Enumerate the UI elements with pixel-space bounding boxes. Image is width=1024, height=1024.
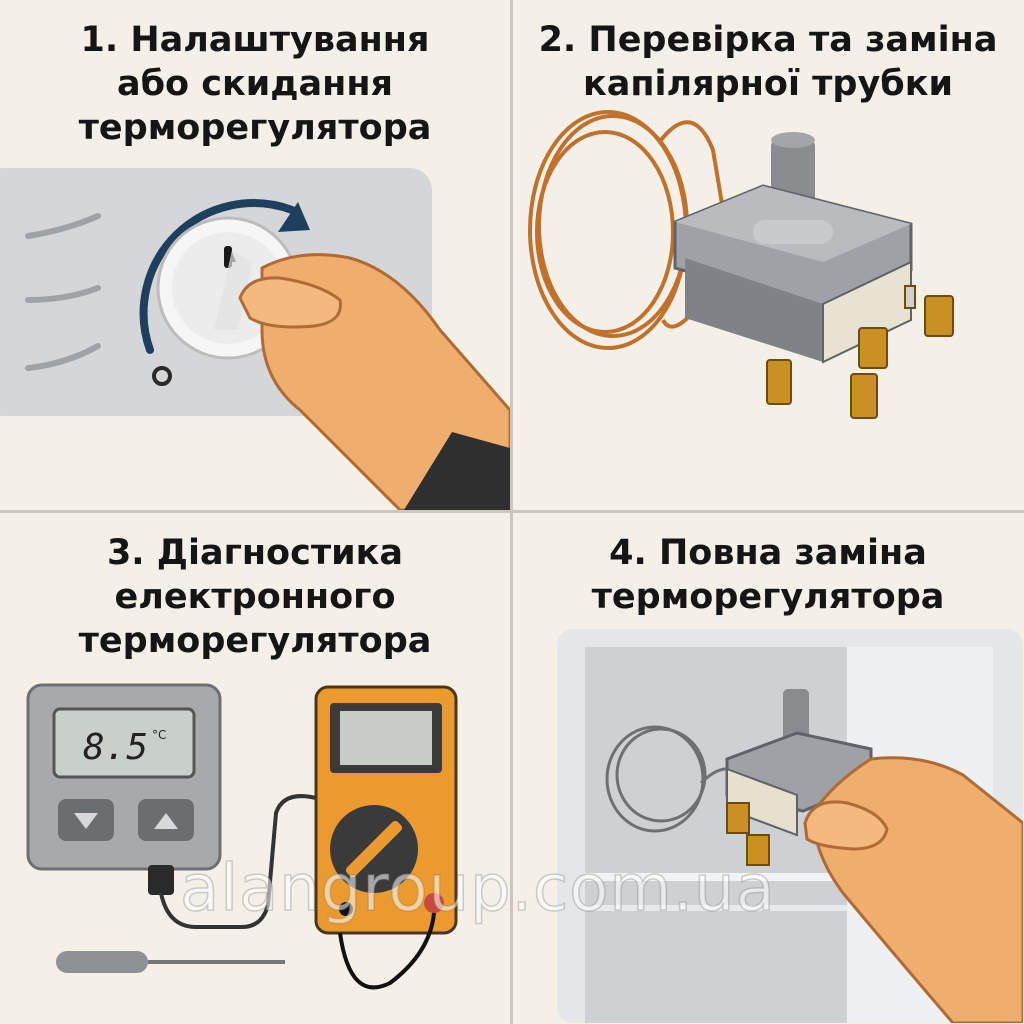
hand-icon bbox=[803, 756, 1023, 1023]
panel-3-illustration: 8.5 °C bbox=[26, 683, 458, 990]
panel-3-electronic-diagnostics: 3. Діагностика електронного терморегулят… bbox=[0, 513, 510, 1023]
sensor-cable bbox=[159, 794, 321, 929]
mechanical-thermostat bbox=[673, 132, 913, 364]
panel-4-illustration bbox=[557, 629, 1023, 1023]
panel-3-title-line-3: терморегулятора bbox=[78, 621, 432, 661]
panel-4-title-line-1: Повна заміна bbox=[659, 533, 927, 573]
panel-2-illustration bbox=[528, 110, 954, 419]
panel-3-title-line-1: Діагностика bbox=[156, 533, 404, 573]
panel-1-illustration bbox=[0, 168, 510, 510]
rotation-arrow-icon bbox=[278, 202, 310, 232]
panel-3-title-line-2: електронного bbox=[114, 577, 396, 617]
arrow-down-icon bbox=[74, 813, 98, 829]
panel-4-title-line-2: терморегулятора bbox=[591, 577, 945, 617]
panel-2-capillary-tube: 2. Перевірка та заміна капілярної трубки bbox=[513, 0, 1023, 510]
sensor-connector bbox=[148, 865, 174, 895]
display-temperature-value: 8.5 bbox=[83, 727, 148, 768]
panel-1-title-line-3: терморегулятора bbox=[78, 108, 432, 148]
panel-4-number: 4. bbox=[609, 533, 647, 573]
panel-3-title: 3. Діагностика електронного терморегулят… bbox=[0, 531, 510, 663]
arrow-up-icon bbox=[154, 813, 178, 829]
hand-icon bbox=[238, 253, 510, 510]
panel-2-number: 2. bbox=[538, 20, 577, 60]
electrical-terminals bbox=[766, 285, 954, 419]
horizontal-divider bbox=[0, 510, 1024, 513]
panel-1-title: 1. Налаштування або скидання терморегуля… bbox=[0, 18, 510, 150]
dial-marker bbox=[152, 366, 172, 386]
panel-1-title-line-1: Налаштування bbox=[130, 20, 430, 60]
panel-2-title-line-2: капілярної трубки bbox=[583, 64, 953, 104]
panel-4-full-replacement: 4. Повна заміна терморегулятора bbox=[513, 513, 1023, 1023]
vent-lines-icon bbox=[25, 213, 101, 371]
thermostat-display bbox=[52, 707, 196, 779]
panel-2-title-line-1: Перевірка та заміна bbox=[588, 20, 998, 60]
panel-3-number: 3. bbox=[106, 533, 145, 573]
panel-1-title-line-2: або скидання bbox=[116, 64, 394, 104]
multimeter-icon bbox=[314, 685, 458, 990]
temperature-probe bbox=[56, 951, 148, 973]
panel-1-adjust-reset: 1. Налаштування або скидання терморегуля… bbox=[0, 0, 510, 510]
panel-4-title: 4. Повна заміна терморегулятора bbox=[513, 531, 1023, 619]
panel-2-title: 2. Перевірка та заміна капілярної трубки bbox=[513, 18, 1023, 106]
display-unit: °C bbox=[152, 728, 166, 742]
panel-1-number: 1. bbox=[80, 20, 119, 60]
rotation-arc bbox=[139, 199, 296, 354]
